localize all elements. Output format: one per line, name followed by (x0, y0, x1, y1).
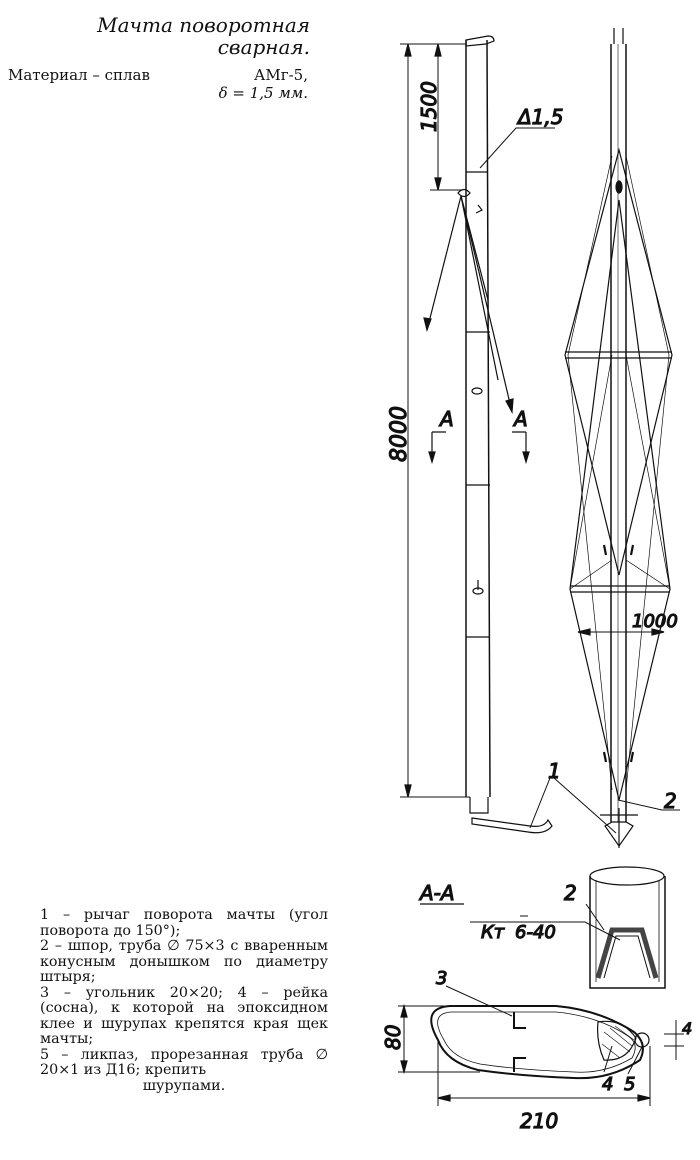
weld-spec: 6-40 (515, 922, 556, 943)
stay-line (426, 195, 462, 331)
section-mark-label-right: А (512, 407, 528, 431)
mast-front-view (553, 28, 680, 848)
weld-label: Δ1,5 (516, 105, 564, 129)
material-alloy: АМг-5, (254, 66, 308, 84)
dim-label-1500: 1500 (417, 81, 441, 132)
dim-label-8000: 8000 (387, 406, 412, 462)
dim-label-80: 80 (381, 1025, 405, 1050)
lower-spreader (570, 585, 670, 593)
callout-5: 5 (624, 1074, 635, 1095)
spur-cone (595, 927, 659, 979)
callout-4: 4 (602, 1074, 613, 1095)
mast-front-body (610, 44, 627, 822)
dim-label-1000: 1000 (632, 611, 678, 632)
mast-body (465, 39, 491, 798)
spreader-fitting (457, 188, 471, 198)
material-thickness: δ = 1,5 мм. (218, 84, 308, 102)
legend-item-2: 2 – шпор, труба ∅ 75×3 с вваренным конус… (40, 938, 328, 985)
weld-symbol: Кт (481, 922, 505, 943)
title-line-2: сварная. (217, 35, 310, 59)
rotation-lever (471, 817, 553, 834)
legend-item-3-4: 3 – угольник 20×20; 4 – рейка (сосна), к… (40, 984, 328, 1047)
stay-line (460, 195, 513, 413)
section-a-a (398, 866, 684, 1106)
dim-label-210: 210 (520, 1109, 558, 1133)
wood-batten (597, 1020, 637, 1061)
legend-item-1: 1 – рычаг поворота мачты (угол поворота … (40, 907, 328, 939)
upper-diamond (564, 147, 673, 576)
mast-top-cap (465, 35, 495, 47)
weld-leader (479, 127, 555, 169)
angle-bracket (513, 1012, 526, 1029)
legend-item-5-end: шурупами. (142, 1077, 226, 1094)
section-callout-2: 2 (564, 881, 577, 905)
material-alloy-block: АМг-5, δ = 1,5 мм. (219, 66, 308, 102)
callout-3: 3 (436, 968, 447, 989)
upper-spreader (565, 351, 672, 359)
material-label: Материал – сплав (8, 66, 150, 84)
spur-detail (589, 876, 666, 989)
mast-spur (604, 821, 634, 848)
section-mark-label-left: А (438, 407, 454, 431)
legend-item-5: 5 – ликпаз, прорезанная труба ∅ 20×1 из … (40, 1046, 328, 1078)
legend: 1 – рычаг поворота мачты (угол поворота … (40, 907, 328, 1094)
callout-2: 2 (664, 789, 677, 813)
angle-bracket (513, 1057, 526, 1072)
stay-line (460, 195, 499, 381)
title-line-1: Мачта поворотная (97, 13, 310, 37)
dim-label-4: 4 (682, 1019, 692, 1038)
mast-heel (469, 797, 489, 814)
diagram-title: Мачта поворотная сварная. (80, 14, 310, 58)
mast-side-view (400, 35, 555, 834)
callout-1: 1 (548, 759, 561, 783)
mast-fitting (471, 387, 483, 395)
section-title: А-А (418, 881, 455, 905)
